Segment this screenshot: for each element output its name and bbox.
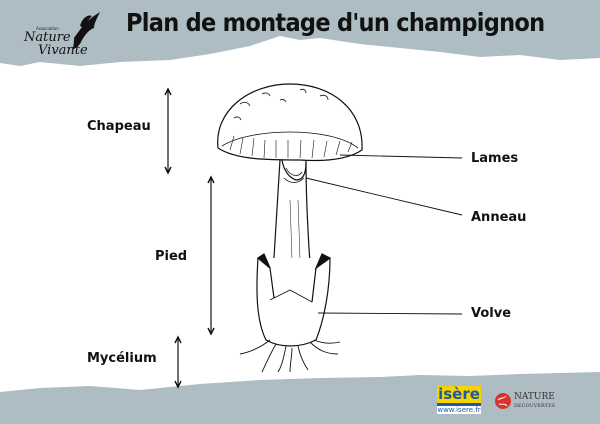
nature-vivante-logo: Association Nature Vivante — [22, 10, 102, 62]
logo-line1: Nature — [24, 30, 71, 45]
top-band — [0, 0, 600, 66]
volve-pointer — [317, 312, 463, 315]
label-volve: Volve — [471, 306, 512, 321]
logo-small-text: Association — [36, 26, 59, 31]
volve — [256, 253, 332, 347]
logo-line2: Vivante — [38, 43, 88, 58]
anneau-pointer — [305, 177, 463, 216]
isere-logo: isère www.isere.fr — [437, 386, 481, 420]
page-title: Plan de montage d'un champignon — [126, 8, 545, 37]
label-chapeau: Chapeau — [87, 119, 151, 134]
cap — [217, 83, 363, 162]
pied-arrow — [207, 175, 215, 336]
mycelium-arrow — [174, 335, 182, 389]
chapeau-arrow — [164, 87, 172, 175]
label-anneau: Anneau — [471, 210, 527, 225]
label-pied: Pied — [155, 249, 188, 264]
isere-stripe — [437, 403, 481, 406]
globe-icon — [495, 393, 511, 409]
label-lames: Lames — [471, 151, 519, 166]
label-mycelium: Mycélium — [87, 351, 157, 366]
bird-icon — [72, 12, 100, 50]
lames-pointer — [339, 154, 463, 159]
mycelium — [239, 339, 341, 373]
nd-line1: NATURE — [514, 392, 555, 402]
isere-url: www.isere.fr — [437, 406, 481, 414]
nd-line2: DECOUVERTES — [514, 403, 556, 409]
isere-name: isère — [437, 385, 481, 403]
